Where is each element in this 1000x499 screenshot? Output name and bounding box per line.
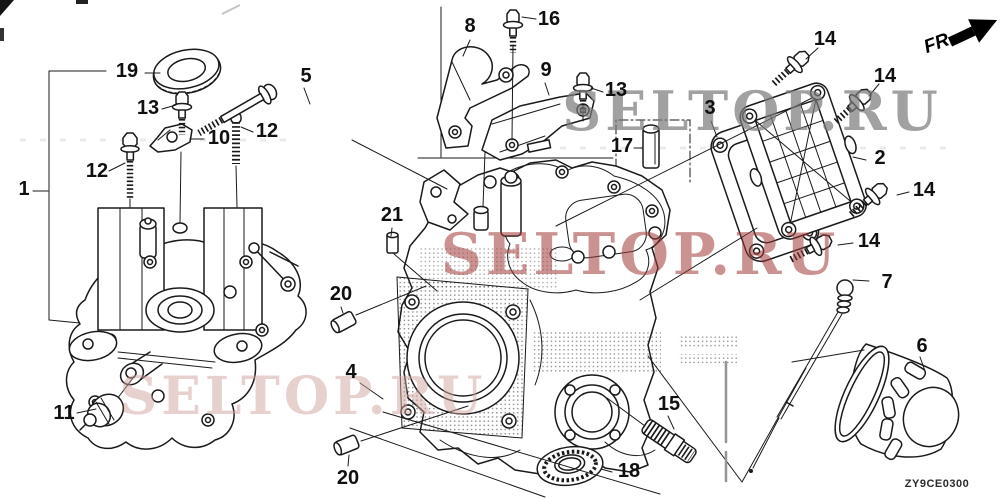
callout-10-3[interactable]: 10 bbox=[208, 127, 230, 149]
watermark-2: SELTOP.RU bbox=[441, 221, 839, 288]
part-8-bracket-drawing bbox=[436, 46, 530, 149]
part-20-dowel-upper bbox=[330, 310, 357, 334]
part-9-bracket-drawing bbox=[481, 92, 595, 161]
callout-17-11[interactable]: 17 bbox=[611, 135, 633, 157]
callout-14-17[interactable]: 14 bbox=[858, 230, 881, 252]
part-17-dowel-pin bbox=[642, 124, 660, 169]
callout-20-19[interactable]: 20 bbox=[330, 283, 352, 305]
part-4-cylinder-barrel-drawing bbox=[396, 159, 738, 475]
part-21-dowel-pin bbox=[386, 231, 399, 254]
callout-14-14[interactable]: 14 bbox=[814, 28, 837, 50]
callout-13-2[interactable]: 13 bbox=[137, 97, 159, 119]
direction-indicator: FR. bbox=[921, 19, 998, 58]
callout-3-12[interactable]: 3 bbox=[704, 97, 715, 119]
watermark-3: SELTOP.RU bbox=[120, 366, 487, 427]
part-6-oil-filter-drawing bbox=[834, 343, 960, 461]
part-7-dipstick-drawing bbox=[749, 279, 854, 473]
callout-8-7[interactable]: 8 bbox=[464, 15, 475, 37]
callout-leader-lines bbox=[76, 16, 926, 473]
callout-9-9[interactable]: 9 bbox=[540, 59, 551, 81]
callout-19-1[interactable]: 19 bbox=[116, 60, 138, 82]
callout-layer: 1 19 13 10 12 12 5 8 16 9 13 17 3 2 14 14 14 14 21 20 20 4 11 1… bbox=[18, 8, 936, 489]
part-15-joint-bolt-drawing bbox=[641, 419, 697, 464]
callout-12-4[interactable]: 12 bbox=[86, 160, 108, 182]
watermark-layer: SELTOP.RU SELTOP.RU SELTOP.RU bbox=[120, 79, 941, 427]
fr-label: FR. bbox=[921, 28, 957, 58]
callout-16-8[interactable]: 16 bbox=[538, 8, 560, 30]
part-19-seal-ring-drawing bbox=[152, 48, 222, 95]
callout-5-6[interactable]: 5 bbox=[300, 65, 311, 87]
callout-14-16[interactable]: 14 bbox=[913, 179, 936, 201]
callout-14-15[interactable]: 14 bbox=[874, 65, 897, 87]
part-11-oil-switch-drawing bbox=[79, 377, 134, 431]
callout-18-23[interactable]: 18 bbox=[618, 460, 640, 482]
callout-13-10[interactable]: 13 bbox=[605, 79, 627, 101]
callout-4-21[interactable]: 4 bbox=[345, 361, 357, 383]
stud-12-right bbox=[230, 112, 242, 164]
callout-6-26[interactable]: 6 bbox=[916, 335, 927, 357]
callout-21-18[interactable]: 21 bbox=[381, 204, 403, 226]
callout-20-20[interactable]: 20 bbox=[337, 467, 359, 489]
callout-12-5[interactable]: 12 bbox=[256, 120, 278, 142]
callout-7-25[interactable]: 7 bbox=[881, 271, 892, 293]
projection-lines bbox=[129, 44, 865, 498]
part-18-oil-seal-drawing bbox=[536, 445, 604, 487]
bolt-5-drawing bbox=[197, 83, 278, 136]
bolt-12-left bbox=[120, 132, 140, 199]
callout-15-24[interactable]: 15 bbox=[658, 393, 680, 415]
fr-arrow-icon bbox=[947, 19, 998, 47]
part-10-bracket-drawing bbox=[149, 123, 193, 153]
part-1-crankcase-cover-drawing bbox=[65, 207, 307, 450]
watermark-1: SELTOP.RU bbox=[562, 79, 941, 143]
callout-1-0[interactable]: 1 bbox=[18, 178, 29, 200]
part-code: ZY9CE0300 bbox=[905, 478, 969, 490]
part-2-side-cover-drawing bbox=[739, 82, 867, 240]
callout-2-13[interactable]: 2 bbox=[874, 147, 885, 169]
callout-11-22[interactable]: 11 bbox=[53, 402, 74, 424]
part-20-dowel-lower bbox=[333, 434, 360, 456]
